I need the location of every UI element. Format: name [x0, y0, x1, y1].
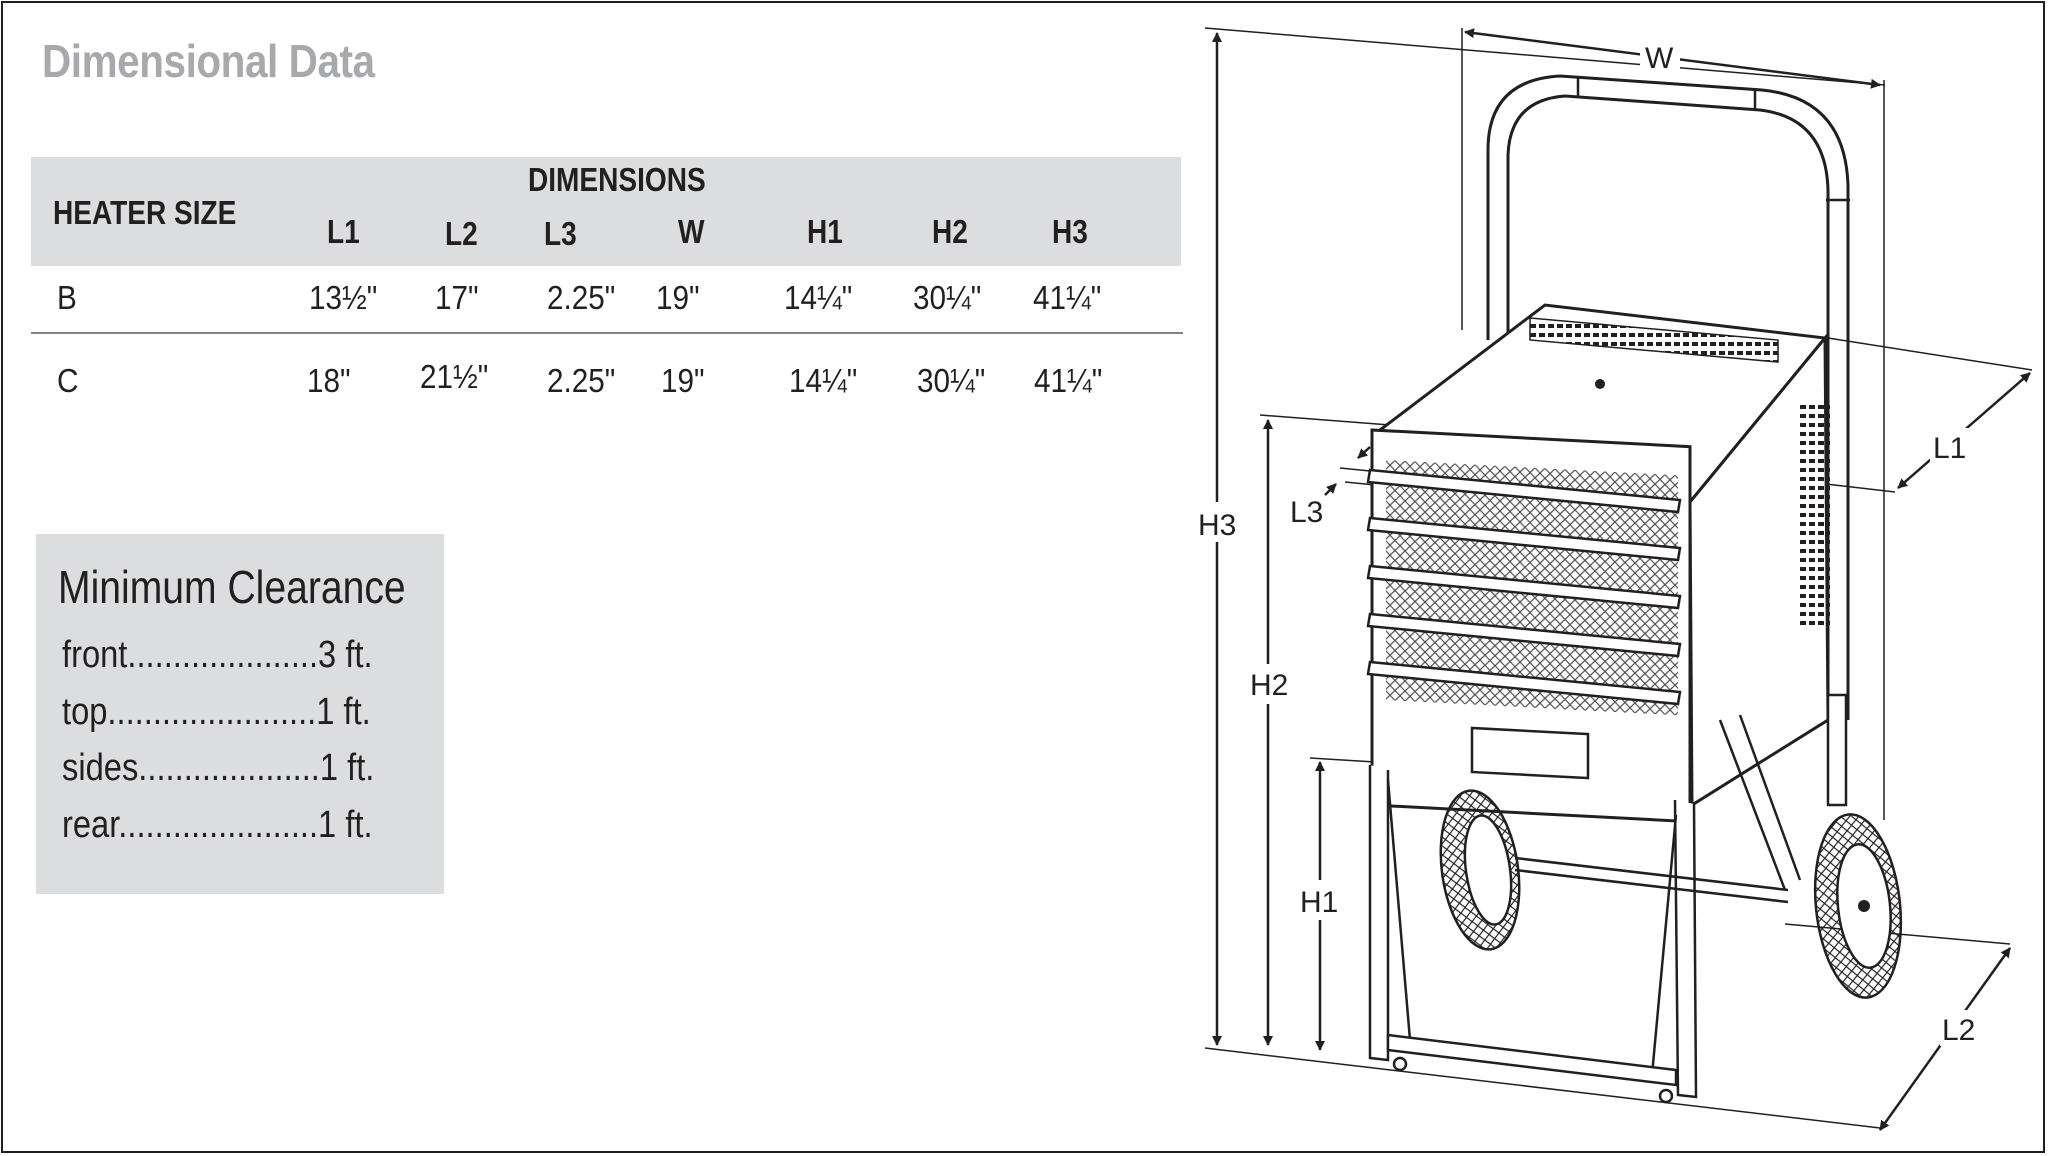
cell-l2: 17" — [435, 279, 479, 316]
clearance-rear: rear......................1 ft. — [62, 804, 373, 846]
cell-h3: 41¼" — [1033, 279, 1102, 316]
cell-h3: 41¼" — [1034, 362, 1103, 399]
col-header-l3: L3 — [544, 215, 577, 252]
cell-l1: 13½" — [309, 279, 378, 316]
col-header-h2: H2 — [932, 213, 968, 250]
clearance-title: Minimum Clearance — [58, 561, 406, 613]
table-header: HEATER SIZE DIMENSIONS L1 L2 L3 W H1 H2 … — [31, 157, 1181, 266]
label-h2: H2 — [1250, 669, 1288, 702]
wheel-left — [1439, 789, 1521, 951]
heater-size-header: HEATER SIZE — [53, 194, 237, 231]
stand-legs — [1368, 714, 1802, 1104]
row-size: B — [57, 279, 77, 316]
wheel-right — [1813, 693, 1903, 999]
cell-l2: 21½" — [420, 358, 489, 395]
col-header-h1: H1 — [807, 213, 843, 250]
col-header-l1: L1 — [327, 213, 360, 250]
h1-dimension-line — [1296, 757, 1376, 1051]
label-w: W — [1645, 42, 1674, 75]
cell-l3: 2.25" — [547, 279, 616, 316]
h2-dimension-line — [1245, 414, 1391, 1046]
cell-l3: 2.25" — [547, 362, 616, 399]
cell-h1: 14¼" — [789, 362, 858, 399]
label-l1: L1 — [1933, 432, 1966, 465]
cell-h1: 14¼" — [784, 279, 853, 316]
cell-h2: 30¼" — [913, 279, 982, 316]
clearance-sides: sides....................1 ft. — [62, 747, 375, 789]
col-header-l2: L2 — [445, 215, 478, 252]
cell-w: 19" — [661, 362, 705, 399]
row-size: C — [57, 362, 79, 399]
label-h3: H3 — [1198, 509, 1236, 542]
cell-w: 19" — [656, 279, 700, 316]
l1-dimension-line — [1704, 337, 2033, 493]
heater-front-grille — [1366, 460, 1682, 780]
clearance-top: top.......................1 ft. — [62, 691, 371, 733]
cell-h2: 30¼" — [917, 362, 986, 399]
page-title: Dimensional Data — [42, 35, 375, 87]
l2-dimension-line — [1204, 923, 2012, 1131]
cell-l1: 18" — [307, 362, 351, 399]
handle — [1486, 74, 1850, 720]
dimensions-header: DIMENSIONS — [528, 161, 706, 198]
dimensions-table: HEATER SIZE DIMENSIONS L1 L2 L3 W H1 H2 … — [31, 157, 1183, 417]
label-l2: L2 — [1942, 1014, 1975, 1047]
clearance-front: front.....................3 ft. — [62, 634, 373, 676]
heater-diagram: H3 H2 H1 W L1 L2 L3 — [1190, 27, 2033, 1131]
col-header-h3: H3 — [1052, 213, 1088, 250]
label-h1: H1 — [1300, 886, 1338, 919]
minimum-clearance-box: Minimum Clearance front.................… — [36, 534, 444, 894]
w-dimension-line — [1461, 28, 1885, 820]
label-l3: L3 — [1290, 496, 1323, 529]
row-divider — [31, 332, 1183, 334]
col-header-w: W — [678, 213, 705, 250]
